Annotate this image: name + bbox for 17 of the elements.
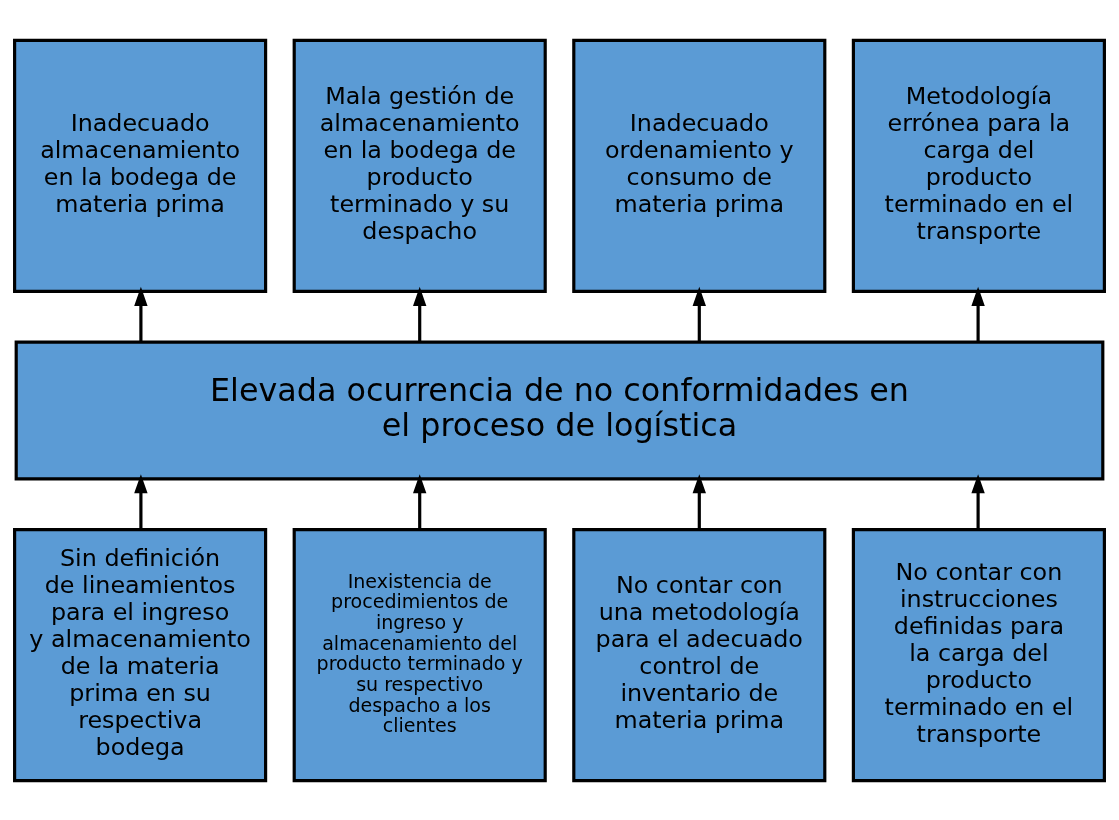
- node-box: Inadecuado ordenamiento y consumo de materia prima: [572, 38, 827, 293]
- node-box: Sin definición de lineamientos para el ingreso y almacenamiento de la materia prima en su respectiva bodega: [13, 527, 268, 782]
- node-box: No contar con una metodología para el adecuado control de inventario de materia prima: [572, 527, 827, 782]
- node-box: Mala gestión de almacenamiento en la bodega de producto terminado y su despacho: [292, 38, 547, 293]
- node-box: Inadecuado almacenamiento en la bodega de materia prima: [13, 38, 268, 293]
- arrow: [134, 473, 148, 529]
- node-box: Elevada ocurrencia de no conformidades en el proceso de logística: [14, 340, 1105, 480]
- arrow: [134, 286, 148, 342]
- arrow: [971, 286, 985, 342]
- arrow: [413, 473, 427, 529]
- node-box: Inexistencia de procedimientos de ingreso y almacenamiento del producto terminado y su respectivo despacho a los clientes: [292, 527, 547, 782]
- arrow: [971, 473, 985, 529]
- arrow: [692, 473, 706, 529]
- arrow: [413, 286, 427, 342]
- node-box: Metodología errónea para la carga del producto terminado en el transporte: [851, 38, 1106, 293]
- arrow: [692, 286, 706, 342]
- node-box: No contar con instrucciones definidas para la carga del producto terminado en el transporte: [851, 527, 1106, 782]
